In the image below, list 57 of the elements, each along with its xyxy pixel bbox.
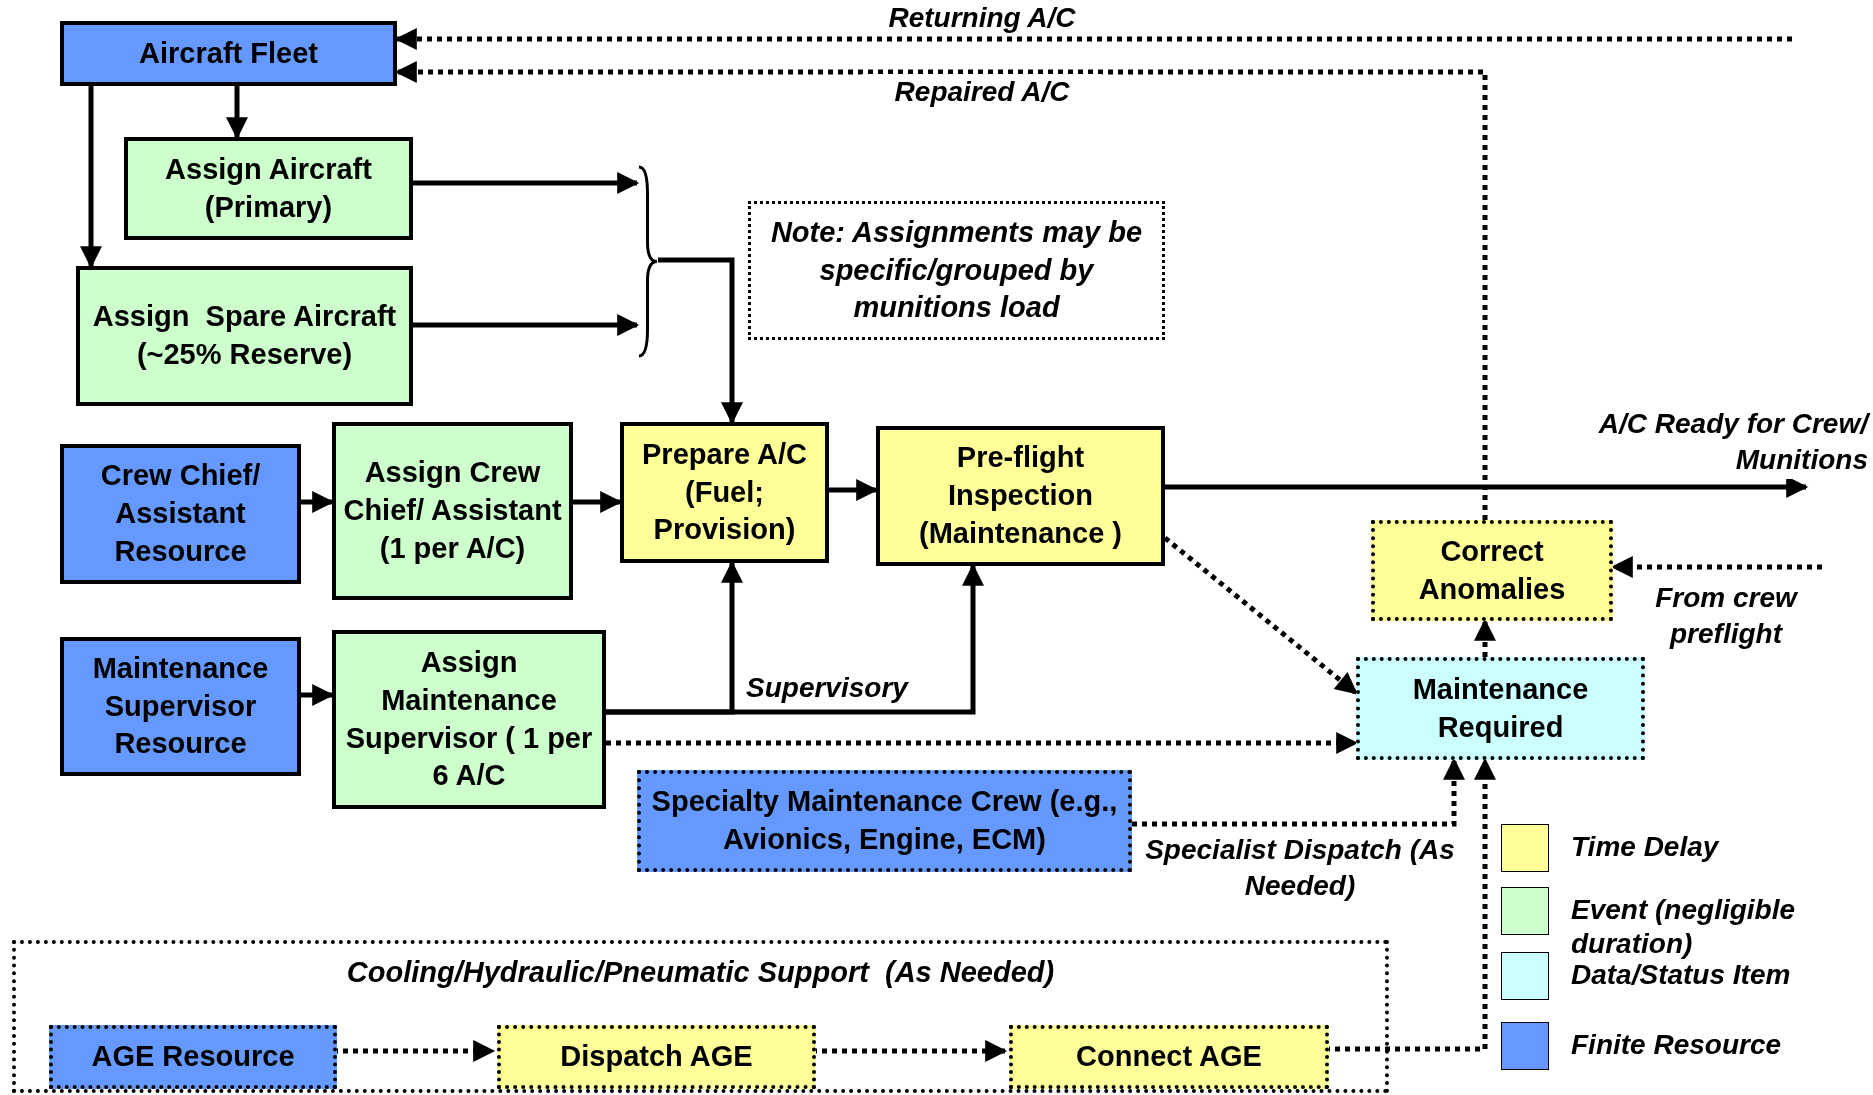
arrow [394,28,1792,50]
resource-box [60,444,301,584]
box-label: Aircraft Fleet [138,35,319,71]
box-label: Assign Aircraft (Primary) [164,151,373,225]
note-box [748,201,1165,340]
arrow [658,257,743,425]
box-label: Prepare A/C (Fuel; Provision) [641,436,808,548]
event-box [332,422,573,600]
resource-box [637,770,1132,872]
box-label: AGE Resource [90,1039,296,1075]
event-box [332,630,606,809]
resource-box [49,1025,337,1089]
arrow [606,732,1359,754]
arrow [413,172,640,194]
curly-brace [637,165,658,358]
arrow [606,563,984,715]
arrow [573,491,623,513]
legend-label: Time Delay [1571,830,1721,864]
arrow [301,684,335,706]
group-box [12,940,1389,1093]
legend-label: Data/Status Item [1571,959,1792,992]
process-box [620,422,829,563]
resource-box [60,637,301,776]
event-box [124,137,413,240]
box-label: Assign Spare Aircraft (~25% Reserve) [91,299,398,372]
arrow [80,86,102,269]
note-text: Note: Assignments may be specific/grouped by munitions load [769,214,1144,326]
process-box [1371,520,1613,621]
box-label: Pre-flight Inspection (Maintenance ) [918,440,1123,551]
arrow [829,479,879,501]
box-label: Correct Anomalies [1417,533,1567,607]
box-label: Maintenance Supervisor Resource [91,650,270,762]
resource-box [60,21,397,86]
group-heading: Cooling/Hydraulic/Pneumatic Support (As Needed) [345,955,1056,990]
box-label: Assign Maintenance Supervisor ( 1 per 6 A/C [344,645,594,794]
arrow [1610,556,1822,578]
arrow [1132,757,1465,827]
arrow [1474,618,1496,657]
process-box [1009,1025,1329,1089]
status-box [1356,657,1645,760]
box-label: Specialty Maintenance Crew (e.g., Avionics, Engine, ECM) [650,784,1119,857]
event-box [76,266,413,406]
arrow [1165,476,1809,498]
box-label: Assign Crew Chief/ Assistant (1 per A/C) [342,455,563,566]
legend-label: Event (negligible duration) [1571,893,1797,961]
box-label: Crew Chief/ Assistant Resource [99,458,262,569]
legend-label: Finite Resource [1571,1028,1783,1062]
arrow [301,491,335,513]
arrow [226,86,248,140]
box-label: Maintenance Required [1411,671,1590,745]
box-label: Connect AGE [1075,1039,1263,1075]
arrow [394,61,1488,520]
arrow [1163,536,1358,695]
process-box [876,426,1165,566]
arrow [413,314,640,336]
box-label: Dispatch AGE [559,1039,754,1075]
process-box [497,1025,816,1089]
